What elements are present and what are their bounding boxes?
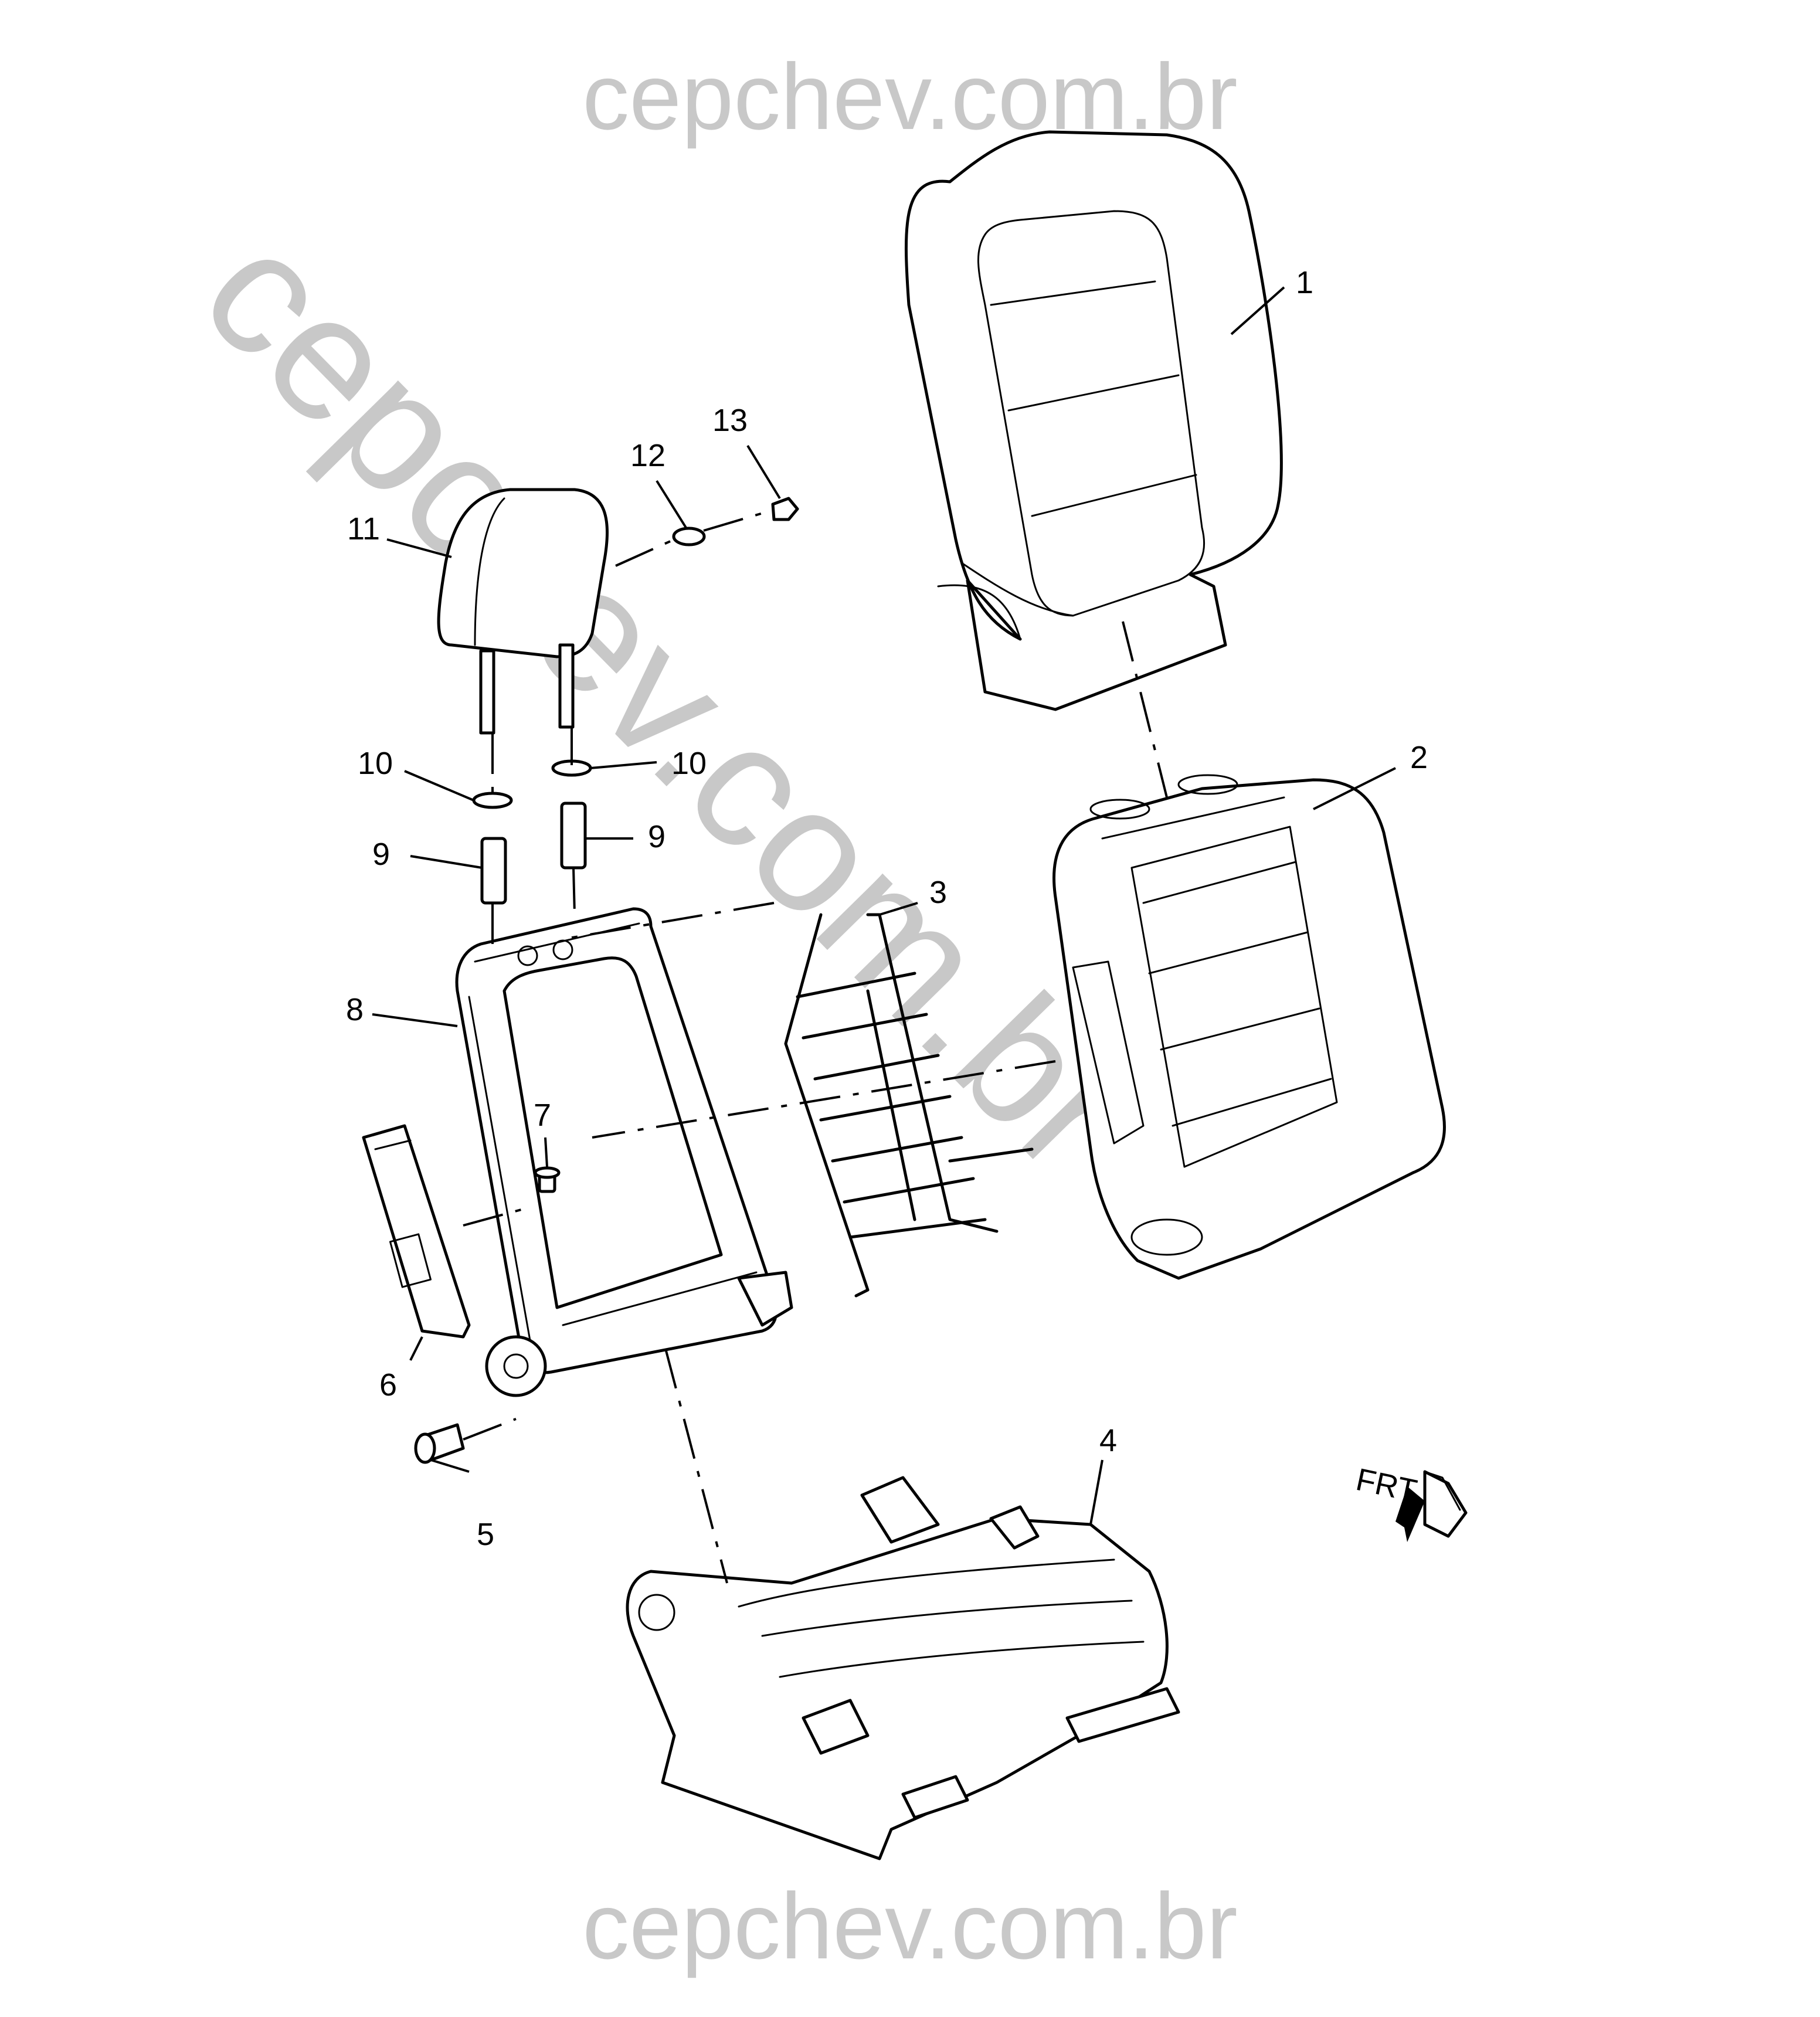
callout-4: 4 [1099, 1423, 1117, 1458]
callout-8: 8 [346, 992, 364, 1027]
seat-back-spring-mat [784, 913, 1034, 1298]
side-air-bag-module [362, 1124, 471, 1339]
watermark-top: cepchev.com.br [582, 44, 1238, 149]
front-direction-label: FRT [1353, 1462, 1420, 1509]
callout-9-right: 9 [648, 819, 665, 854]
seat-back-pad [1052, 774, 1446, 1280]
bolt-5 [414, 1423, 465, 1464]
callout-3: 3 [929, 875, 947, 910]
callout-10-right: 10 [671, 746, 707, 781]
callout-5: 5 [477, 1517, 494, 1552]
front-direction-marker: FRT [1353, 1462, 1468, 1542]
callout-11: 11 [347, 511, 380, 546]
watermark-bottom: cepchev.com.br [582, 1873, 1238, 1978]
assembly-lines [463, 509, 1168, 1584]
seat-back-frame [455, 907, 793, 1397]
guide-caps-10 [472, 759, 592, 809]
fastener-7 [534, 1166, 561, 1193]
callout-7: 7 [534, 1098, 551, 1133]
callout-9-left: 9 [372, 837, 390, 872]
callout-1: 1 [1296, 265, 1313, 300]
callout-13: 13 [712, 403, 748, 438]
seat-back-cover [904, 130, 1283, 711]
callout-10-left: 10 [358, 746, 393, 781]
callout-leaders [372, 286, 1396, 1525]
callout-labels: 1 2 3 4 5 6 7 8 9 9 10 10 11 12 13 [346, 265, 1428, 1552]
head-restraint-guides-9 [480, 802, 587, 905]
callout-6: 6 [379, 1367, 397, 1403]
seat-cushion-assembly [626, 1476, 1180, 1860]
callout-12: 12 [630, 438, 665, 473]
head-restraint [437, 488, 609, 735]
clip-12 [672, 527, 706, 546]
nut-13 [771, 497, 799, 521]
callout-2: 2 [1410, 740, 1428, 775]
